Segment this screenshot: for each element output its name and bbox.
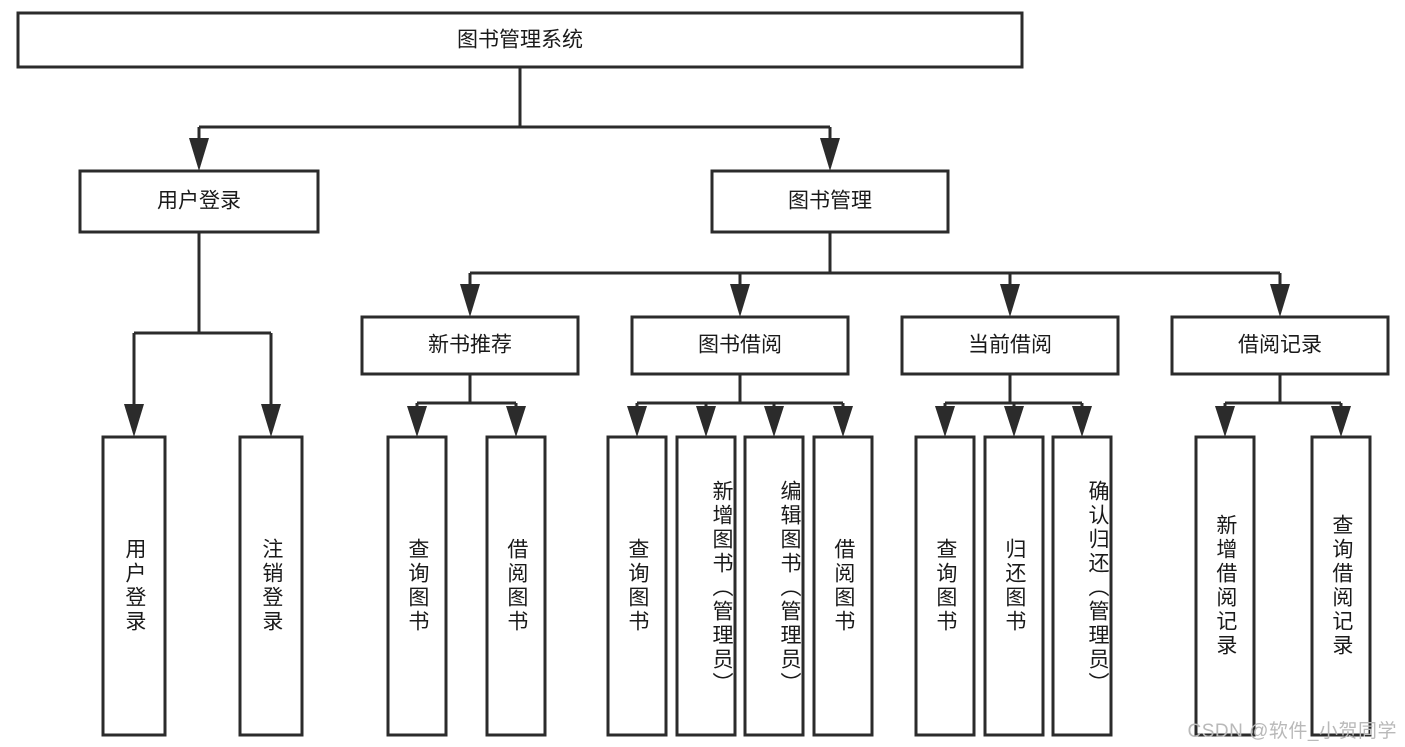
arrow-head-leaf-borrow-book-rec — [506, 406, 526, 437]
node-label-root: 图书管理系统 — [457, 29, 583, 52]
connector-layer — [124, 67, 1351, 437]
node-box-current-borrow[interactable] — [900, 315, 1120, 376]
horizontal-label-layer: 图书管理系统 用户登录 图书管理 新书推荐 图书借阅 当前借阅 借阅记录 — [157, 29, 1322, 357]
arrow-head-book-manage — [820, 138, 840, 171]
arrow-head-leaf-add-borrow-record — [1215, 406, 1235, 437]
arrow-head-current-borrow — [1000, 284, 1020, 317]
node-layer — [16, 11, 1390, 737]
node-label-borrow-record: 借阅记录 — [1238, 334, 1322, 357]
arrow-head-leaf-confirm-return-admin — [1072, 406, 1092, 437]
node-box-leaf-add-book-admin[interactable] — [675, 435, 737, 737]
node-box-leaf-user-logout[interactable] — [238, 435, 304, 737]
node-box-user-login[interactable] — [78, 169, 320, 234]
node-box-leaf-query-book-current[interactable] — [914, 435, 976, 737]
arrow-head-leaf-query-book-borrow — [627, 406, 647, 437]
arrow-head-leaf-query-borrow-record — [1331, 406, 1351, 437]
node-box-leaf-edit-book-admin[interactable] — [743, 435, 805, 737]
arrow-head-leaf-query-book-current — [935, 406, 955, 437]
node-box-leaf-add-borrow-record[interactable] — [1194, 435, 1256, 737]
node-box-book-manage[interactable] — [710, 169, 950, 234]
node-box-root[interactable] — [16, 11, 1024, 69]
arrow-head-leaf-return-book — [1004, 406, 1024, 437]
node-box-leaf-query-borrow-record[interactable] — [1310, 435, 1372, 737]
arrow-head-user-login — [189, 138, 209, 171]
arrow-head-leaf-query-book-rec — [407, 406, 427, 437]
arrow-head-leaf-add-book-admin — [696, 406, 716, 437]
node-box-new-book-rec[interactable] — [360, 315, 580, 376]
node-box-leaf-user-login[interactable] — [101, 435, 167, 737]
csdn-watermark: CSDN @软件_小贺同学 — [1187, 721, 1397, 742]
node-box-leaf-borrow-book[interactable] — [812, 435, 874, 737]
arrow-head-leaf-user-logout — [261, 404, 281, 437]
node-label-book-manage: 图书管理 — [788, 190, 872, 213]
arrow-head-new-book-rec — [460, 284, 480, 317]
node-box-leaf-query-book-borrow[interactable] — [606, 435, 668, 737]
node-label-new-book-rec: 新书推荐 — [428, 334, 512, 357]
node-box-leaf-return-book[interactable] — [983, 435, 1045, 737]
arrow-head-leaf-borrow-book — [833, 406, 853, 437]
arrow-head-borrow-record — [1270, 284, 1290, 317]
node-box-leaf-borrow-book-rec[interactable] — [485, 435, 547, 737]
arrow-head-leaf-user-login — [124, 404, 144, 437]
node-box-leaf-confirm-return-admin[interactable] — [1051, 435, 1113, 737]
node-label-user-login: 用户登录 — [157, 190, 241, 213]
node-box-borrow-record[interactable] — [1170, 315, 1390, 376]
node-label-book-borrow: 图书借阅 — [698, 334, 782, 357]
arrow-head-book-borrow — [730, 284, 750, 317]
node-label-current-borrow: 当前借阅 — [968, 334, 1052, 357]
node-box-book-borrow[interactable] — [630, 315, 850, 376]
arrow-head-leaf-edit-book-admin — [764, 406, 784, 437]
node-box-leaf-query-book-rec[interactable] — [386, 435, 448, 737]
